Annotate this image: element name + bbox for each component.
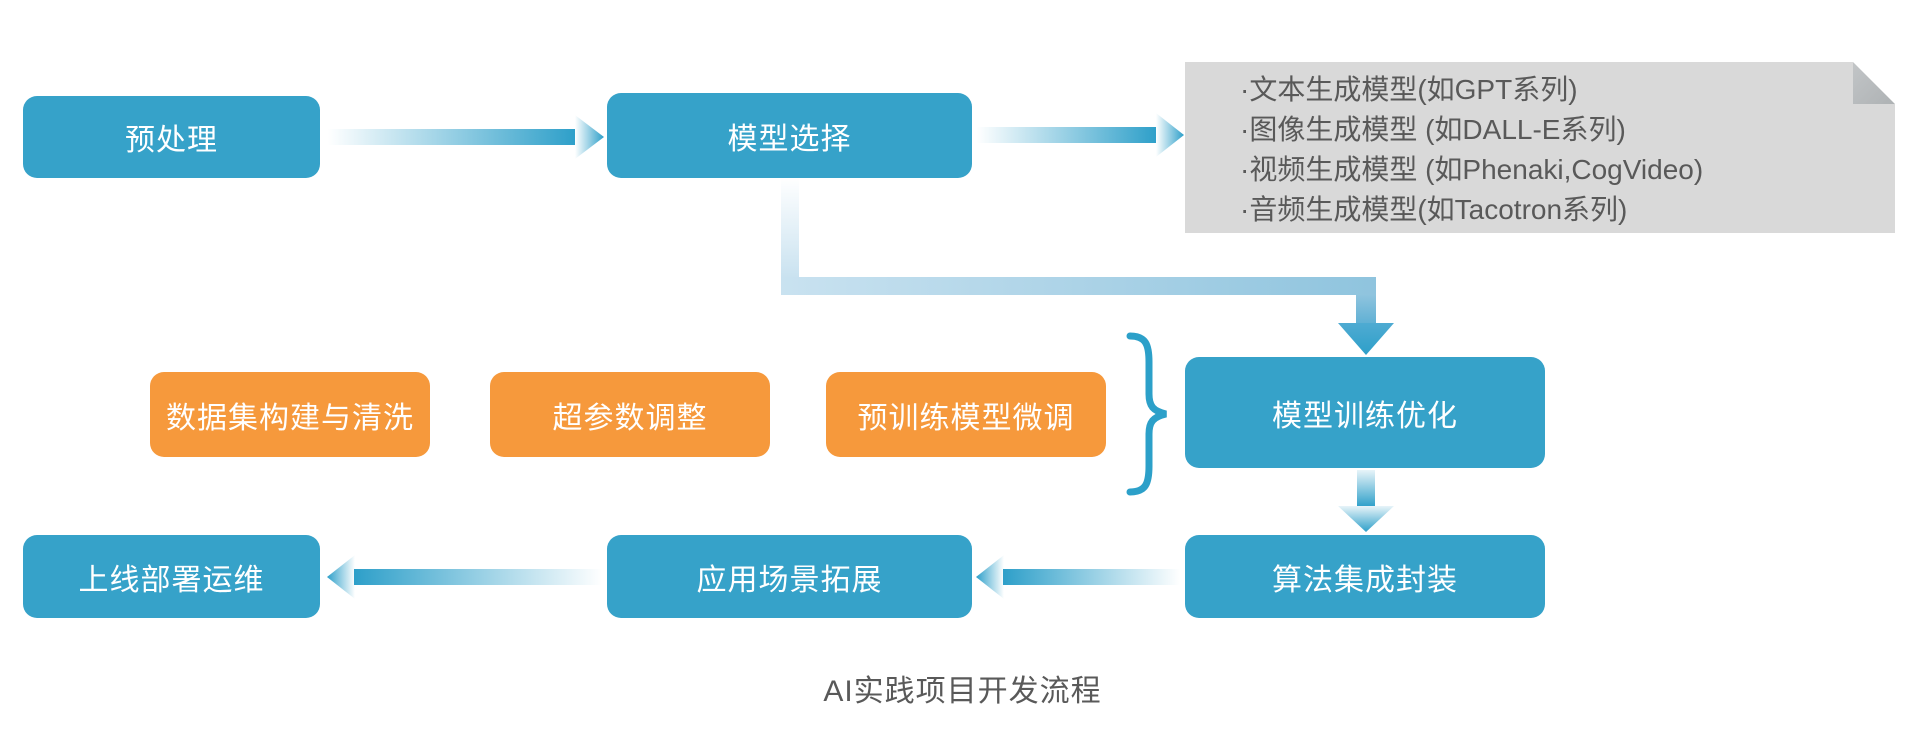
- curly-brace-icon: [1126, 332, 1167, 496]
- node-train: 模型训练优化: [1185, 357, 1545, 468]
- node-model-select-label: 模型选择: [727, 122, 852, 156]
- diagram-caption: AI实践项目开发流程: [823, 675, 1102, 708]
- node-hyperparameter-tuning-label: 超参数调整: [552, 401, 708, 435]
- node-dataset-cleaning-label: 数据集构建与清洗: [166, 401, 414, 435]
- node-preprocess-label: 预处理: [125, 124, 218, 157]
- node-preprocess: 预处理: [23, 96, 320, 178]
- node-pretrained-finetune-label: 预训练模型微调: [857, 401, 1075, 435]
- arrow-package-to-apply-icon: [976, 555, 1180, 599]
- node-dataset-cleaning: 数据集构建与清洗: [150, 372, 430, 457]
- node-hyperparameter-tuning: 超参数调整: [490, 372, 770, 457]
- node-model-select: 模型选择: [607, 93, 972, 178]
- node-apply: 应用场景拓展: [607, 535, 972, 618]
- arrow-preprocess-to-model-select-icon: [328, 115, 604, 159]
- node-package-label: 算法集成封装: [1272, 563, 1458, 597]
- connector-model-select-to-train-icon: [781, 178, 1394, 355]
- arrow-train-to-package-icon: [1338, 470, 1394, 532]
- node-deploy: 上线部署运维: [23, 535, 320, 618]
- note-line-text: ·文本生成模型(如GPT系列): [1240, 74, 1578, 105]
- note-line-text: ·图像生成模型 (如DALL-E系列): [1240, 114, 1626, 145]
- node-train-label: 模型训练优化: [1272, 399, 1458, 433]
- node-pretrained-finetune: 预训练模型微调: [826, 372, 1106, 457]
- node-package: 算法集成封装: [1185, 535, 1545, 618]
- arrow-model-select-to-note-icon: [977, 113, 1184, 157]
- model-examples-note: ·文本生成模型(如GPT系列) ·图像生成模型 (如DALL-E系列) ·视频生…: [1185, 62, 1895, 233]
- note-line-text: ·音频生成模型(如Tacotron系列): [1240, 194, 1628, 225]
- node-deploy-label: 上线部署运维: [78, 563, 265, 597]
- arrow-apply-to-deploy-icon: [327, 555, 602, 599]
- note-line-text: ·视频生成模型 (如Phenaki,CogVideo): [1240, 154, 1704, 185]
- node-apply-label: 应用场景拓展: [696, 563, 883, 597]
